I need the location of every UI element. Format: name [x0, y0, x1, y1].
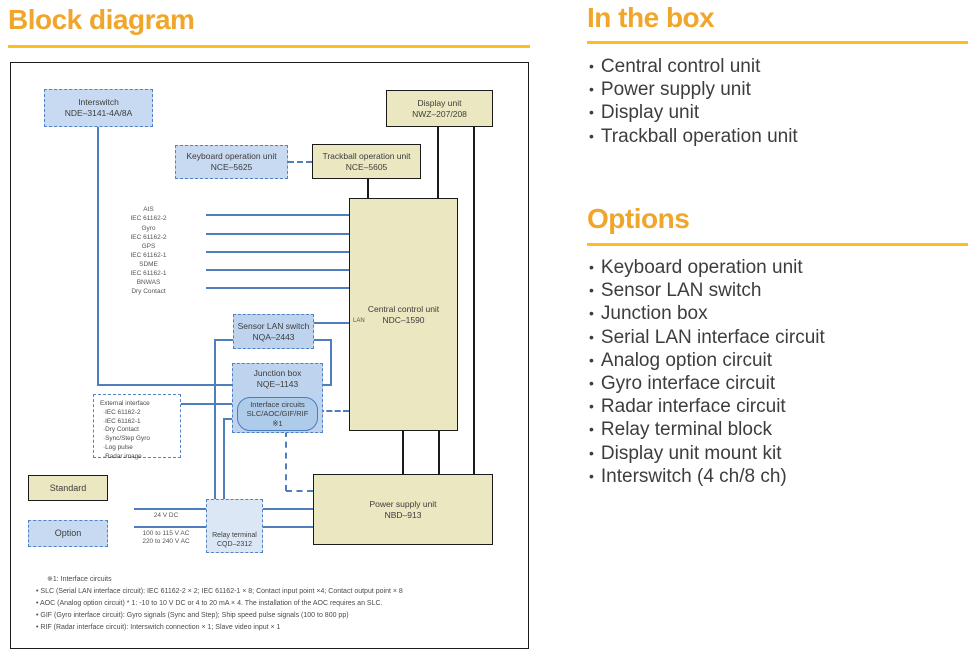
bullet-icon: • — [589, 259, 594, 275]
line-sensorlan-right-h — [314, 339, 332, 341]
in-the-box-title: In the box — [587, 2, 715, 33]
line-interface-to-central — [318, 410, 349, 412]
line-central-to-power-2 — [438, 431, 440, 474]
footnotes: ※1: Interface circuits • SLC (Serial LAN… — [36, 574, 516, 634]
list-item: •Junction box — [589, 303, 708, 325]
legend-option: Option — [28, 520, 108, 547]
footnote-title: ※1: Interface circuits — [47, 576, 112, 583]
bullet-icon: • — [589, 444, 594, 461]
line-into-junction-right — [323, 384, 332, 386]
line-trackball-to-central — [367, 179, 369, 198]
footnote-slc: • SLC (Serial LAN interface circuit): IE… — [36, 588, 403, 595]
bullet-icon: • — [589, 421, 594, 438]
list-item: •Keyboard operation unit — [589, 257, 803, 278]
list-item: •Interswitch (4 ch/8 ch) — [589, 465, 787, 487]
box-external-interface: External interface ·IEC 61162-2 ·IEC 611… — [93, 394, 181, 460]
box-keyboard-operation-unit: Keyboard operation unit NCE–5625 — [175, 145, 288, 179]
label-24vdc: 24 V DC — [153, 512, 179, 519]
box-sensor-lan-switch: Sensor LAN switch NQA–2443 — [233, 314, 314, 349]
list-item: •Serial LAN interface circuit — [589, 326, 825, 348]
line-sensorlan-to-relay — [214, 339, 216, 529]
in-the-box-underline — [587, 41, 968, 44]
line-gyro — [206, 233, 349, 235]
bullet-icon: • — [589, 58, 594, 74]
box-trackball-operation-unit: Trackball operation unit NCE–5605 — [312, 144, 421, 179]
list-item: •Trackball operation unit — [589, 125, 798, 147]
footnote-rif: • RIF (Radar interface circuit): Intersw… — [36, 624, 281, 631]
line-sensorlan-right-v — [330, 339, 332, 386]
bullet-icon: • — [589, 104, 594, 121]
line-gps — [206, 251, 349, 253]
options-underline — [587, 243, 968, 246]
list-item: •Relay terminal block — [589, 419, 772, 441]
line-interswitch-to-junction — [97, 384, 233, 386]
line-sensorlan-left-h — [215, 339, 233, 341]
list-item: •Display unit — [589, 102, 700, 124]
box-display-unit: Display unit NWZ–207/208 — [386, 90, 493, 127]
line-external-to-interface — [181, 403, 237, 405]
line-keyboard-to-trackball — [288, 161, 312, 163]
box-central-control-unit: Central control unit NDC–1590 — [349, 198, 458, 431]
options-list: •Keyboard operation unit •Sensor LAN swi… — [589, 256, 825, 488]
list-item: •Radar interface circuit — [589, 396, 786, 418]
list-item: •Power supply unit — [589, 79, 751, 101]
line-ais — [206, 214, 349, 216]
box-interswitch: Interswitch NDE–3141-4A/8A — [44, 89, 153, 127]
line-display-to-power — [473, 127, 475, 474]
list-item: •Analog option circuit — [589, 349, 773, 371]
footnote-aoc: • AOC (Analog option circuit) * 1: -10 t… — [36, 600, 383, 607]
list-item: •Sensor LAN switch — [589, 280, 762, 302]
line-central-to-power-1 — [402, 431, 404, 474]
list-item: •Display unit mount kit — [589, 442, 782, 464]
box-interface-circuits: Interface circuits SLC/AOC/GIF/RIF ※1 — [237, 397, 318, 431]
box-power-supply-unit: Power supply unit NBD–913 — [313, 474, 493, 545]
line-interface-left-h — [224, 418, 237, 420]
line-display-to-central — [437, 127, 439, 198]
page-title: Block diagram — [8, 4, 195, 35]
bullet-icon: • — [589, 328, 594, 345]
list-item: •Central control unit — [589, 56, 761, 77]
line-interface-to-power-v — [285, 431, 287, 491]
bullet-icon: • — [589, 305, 594, 322]
bullet-icon: • — [589, 375, 594, 392]
label-lan-port: LAN — [353, 318, 365, 324]
options-title: Options — [587, 203, 690, 234]
label-ac: 100 to 115 V AC 220 to 240 V AC — [142, 530, 190, 545]
title-underline — [8, 45, 530, 48]
in-the-box-list: •Central control unit •Power supply unit… — [589, 55, 798, 148]
line-sdme — [206, 269, 349, 271]
line-sensorlan-to-central — [314, 322, 349, 324]
legend-standard: Standard — [28, 475, 108, 501]
footnote-gif: • GIF (Gyro interface circuit): Gyro sig… — [36, 612, 349, 619]
line-bnwas — [206, 287, 349, 289]
bullet-icon: • — [589, 467, 594, 484]
line-interswitch-down — [97, 127, 99, 385]
bullet-icon: • — [589, 127, 594, 144]
bullet-icon: • — [589, 351, 594, 368]
box-relay-terminal: Relay terminal CQD–2312 — [206, 499, 263, 553]
line-interface-to-power-h — [286, 490, 313, 492]
line-interface-to-relay — [223, 418, 225, 511]
bullet-icon: • — [589, 398, 594, 415]
bullet-icon: • — [589, 81, 594, 98]
bullet-icon: • — [589, 282, 594, 299]
list-item: •Gyro interface circuit — [589, 373, 776, 395]
